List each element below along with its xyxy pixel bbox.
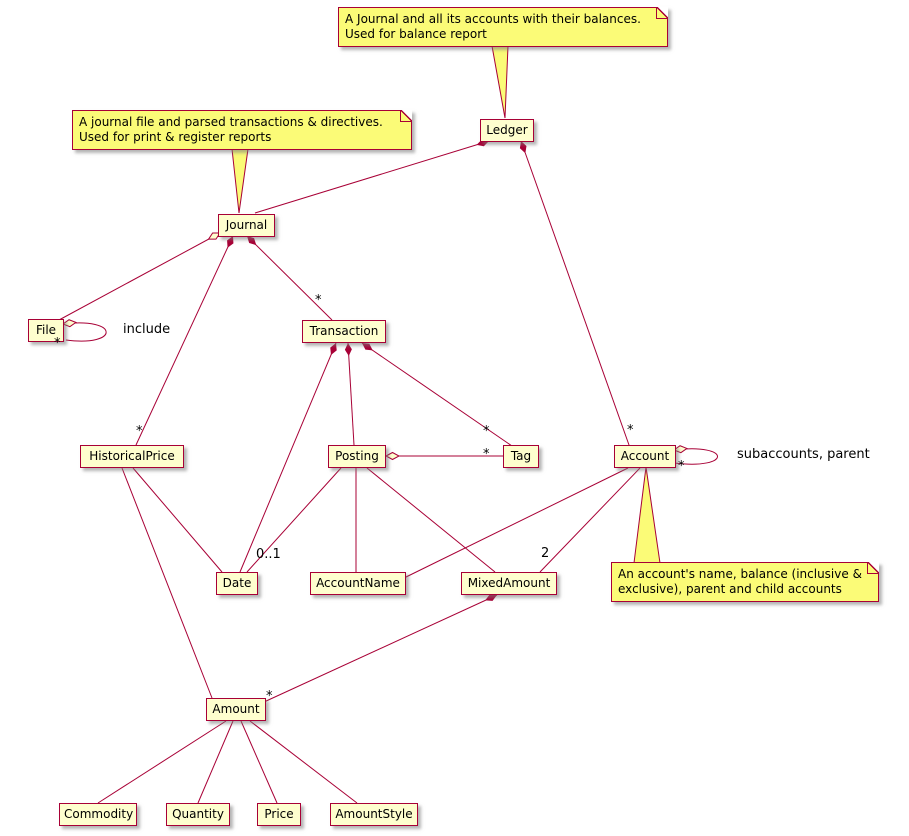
edge-amount-amountstyle — [249, 720, 358, 804]
edge-ledger-account — [519, 140, 630, 446]
edge-ledger-journal — [254, 139, 490, 214]
note-journal-line1: A journal file and parsed transactions &… — [79, 115, 383, 129]
note-tail-ledger — [491, 45, 509, 119]
edge-amount-price — [240, 720, 278, 804]
class-mixedamount: MixedAmount — [461, 572, 557, 595]
mult-journal-transaction: * — [315, 293, 322, 308]
edge-transaction-posting — [344, 342, 355, 446]
mult-ledger-account: * — [627, 423, 634, 438]
class-date: Date — [216, 572, 258, 595]
note-ledger: A Journal and all its accounts with thei… — [338, 7, 668, 47]
edge-historicalprice-date — [132, 467, 223, 573]
note-tail-account — [633, 466, 661, 564]
mult-posting-date: 0..1 — [256, 547, 281, 562]
edge-journal-transaction — [246, 235, 333, 321]
class-quantity: Quantity — [166, 803, 230, 826]
class-accountname: AccountName — [310, 572, 406, 595]
class-amountstyle: AmountStyle — [330, 803, 418, 826]
note-ledger-line1: A Journal and all its accounts with thei… — [345, 12, 641, 26]
note-ledger-line2: Used for balance report — [345, 27, 487, 41]
note-account-line1: An account's name, balance (inclusive & — [618, 567, 862, 581]
mult-mixedamount-amount: * — [266, 689, 273, 704]
edge-historicalprice-amount — [121, 467, 213, 699]
edge-amount-commodity — [97, 720, 227, 804]
class-commodity: Commodity — [59, 803, 137, 826]
edge-mixedamount-amount — [263, 594, 498, 703]
edge-posting-mixedamount — [366, 467, 496, 573]
mult-account-mixedamount: 2 — [541, 546, 550, 561]
edge-journal-historicalprice — [135, 235, 234, 446]
mult-transaction-tag: * — [483, 424, 490, 439]
note-journal-line2: Used for print & register reports — [79, 130, 272, 144]
mult-journal-historicalprice: * — [136, 424, 143, 439]
edge-amount-quantity — [197, 720, 234, 804]
edge-account-mixedamount — [539, 467, 641, 573]
label-subaccounts-parent: subaccounts, parent — [737, 447, 870, 462]
note-account-line2: exclusive), parent and child accounts — [618, 582, 842, 596]
edge-transaction-tag — [361, 342, 513, 447]
class-amount: Amount — [206, 698, 266, 721]
class-journal: Journal — [218, 214, 275, 237]
edge-posting-date — [246, 467, 342, 573]
edge-account-selfloop — [674, 449, 718, 465]
edge-journal-file — [58, 233, 220, 321]
edge-account-accountname — [403, 467, 629, 579]
class-file: File — [28, 319, 64, 342]
note-journal: A journal file and parsed transactions &… — [72, 110, 412, 150]
class-historicalprice: HistoricalPrice — [80, 445, 184, 468]
edge-file-selfloop-include — [63, 323, 107, 342]
class-posting: Posting — [328, 445, 386, 468]
class-price: Price — [257, 803, 301, 826]
mult-account-selfloop: * — [678, 459, 685, 474]
note-account: An account's name, balance (inclusive & … — [611, 562, 879, 602]
label-include: include — [123, 322, 171, 337]
class-transaction: Transaction — [302, 320, 386, 343]
mult-file-include: * — [54, 336, 61, 351]
class-ledger: Ledger — [480, 119, 534, 142]
class-account: Account — [614, 445, 676, 468]
edge-transaction-date — [239, 342, 337, 573]
mult-posting-tag: * — [483, 447, 490, 462]
class-tag: Tag — [503, 445, 539, 468]
note-tail-journal — [231, 148, 249, 214]
